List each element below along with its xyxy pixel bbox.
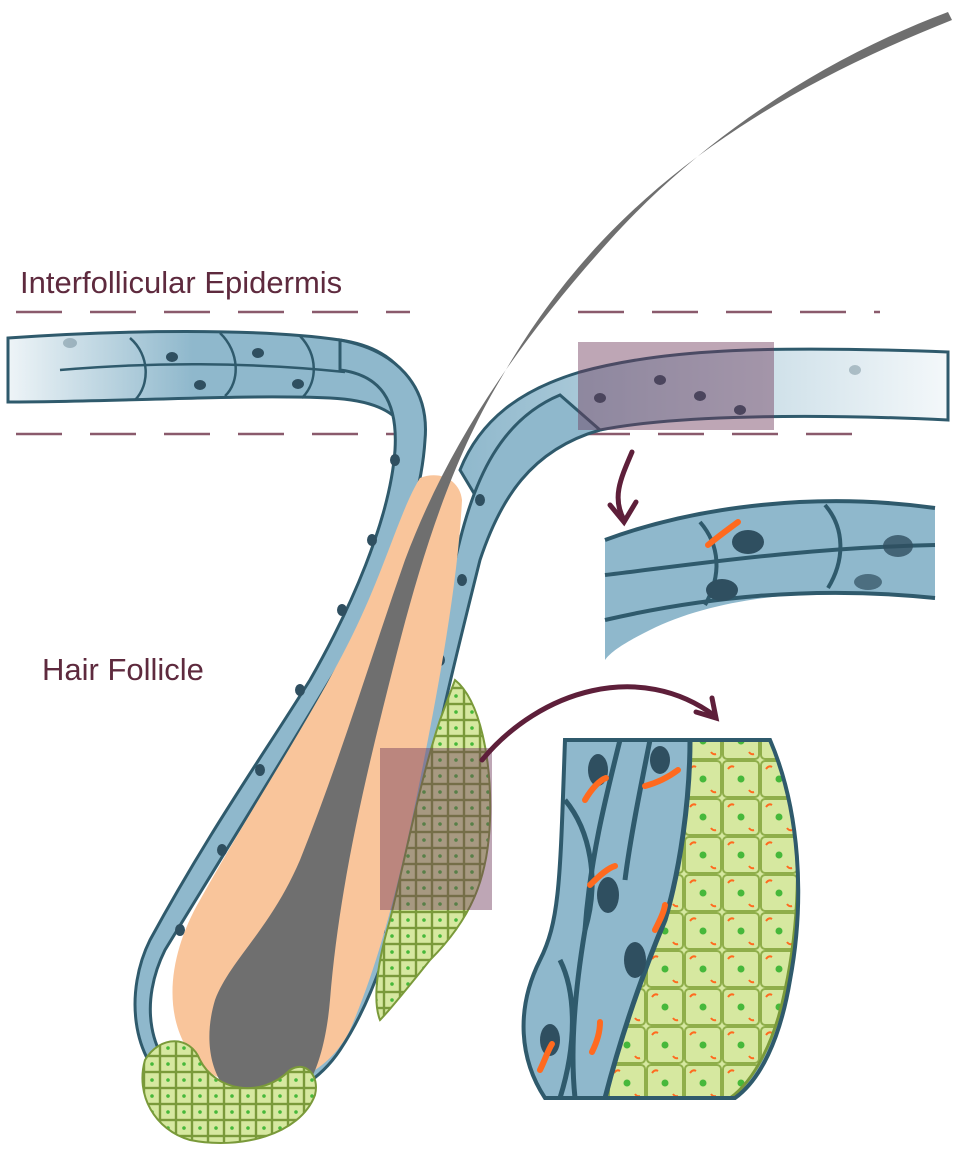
zoom-nucleus	[854, 574, 882, 590]
follicle-highlight-box	[380, 748, 492, 910]
interfollicular-epidermis-label: Interfollicular Epidermis	[20, 265, 342, 301]
zoom-nucleus	[706, 579, 738, 601]
zoom-nucleus	[883, 535, 913, 557]
hair-follicle-label: Hair Follicle	[42, 652, 204, 688]
curved-arrow-icon	[610, 452, 636, 522]
zoom-nucleus	[732, 530, 764, 554]
epidermis-zoom-panel	[605, 501, 935, 660]
epidermis-highlight-box	[578, 342, 774, 430]
